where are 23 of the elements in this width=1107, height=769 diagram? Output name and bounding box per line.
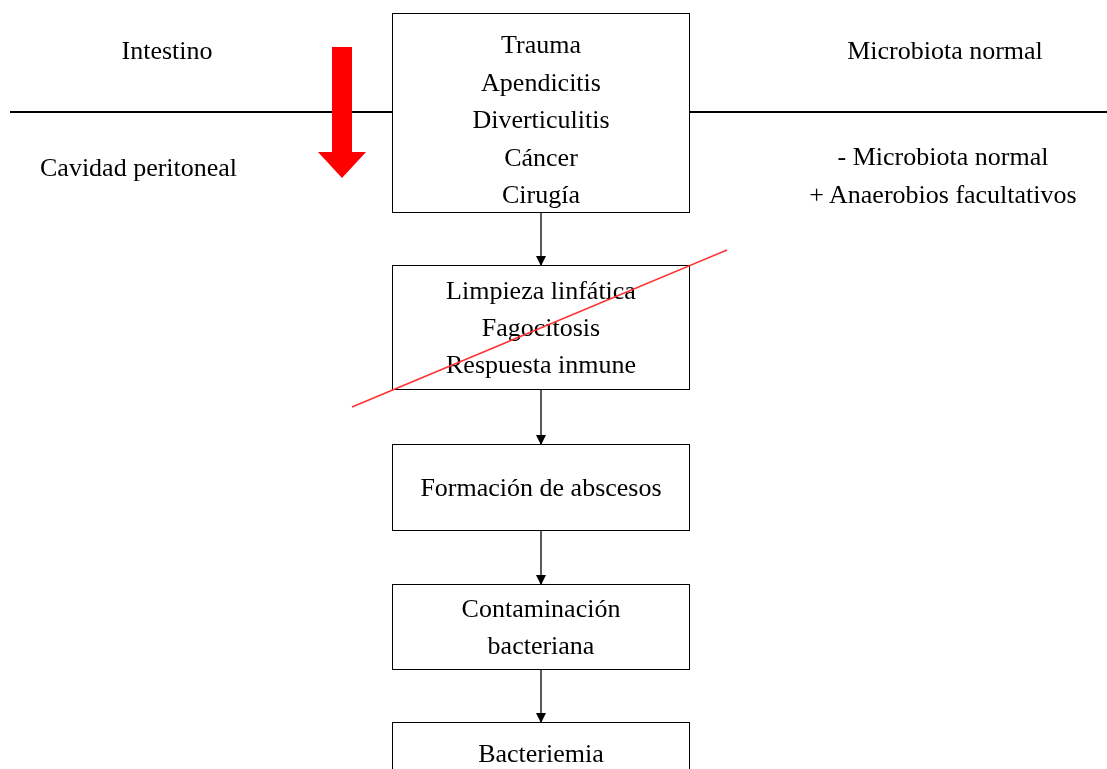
region-label: Cavidad peritoneal [40, 153, 239, 183]
process-box [392, 265, 690, 390]
box-text: Bacteriemia [478, 738, 604, 769]
box-text: Apendicitis [481, 66, 601, 99]
box-text: Cáncer [504, 141, 578, 174]
region-label: - Microbiota normal [836, 142, 1050, 172]
arrow [536, 389, 546, 445]
region-label: Intestino [120, 36, 214, 66]
box-text: Respuesta inmune [446, 349, 636, 381]
region-label: + Anaerobios facultativos [808, 180, 1078, 210]
box-text: Trauma [501, 29, 581, 61]
arrow [536, 669, 546, 723]
region-label: Microbiota normal [846, 36, 1044, 66]
process-box [392, 13, 690, 213]
process-box [392, 444, 690, 531]
arrow [536, 530, 546, 585]
box-text: Formación de abscesos [420, 472, 662, 504]
arrow [536, 212, 546, 266]
box-text: Cirugía [502, 179, 580, 211]
box-text: Contaminación bacteriana [460, 593, 622, 662]
box-text: Limpieza linfática [446, 275, 636, 307]
box-text: Diverticulitis [472, 104, 610, 136]
process-box [392, 584, 690, 670]
